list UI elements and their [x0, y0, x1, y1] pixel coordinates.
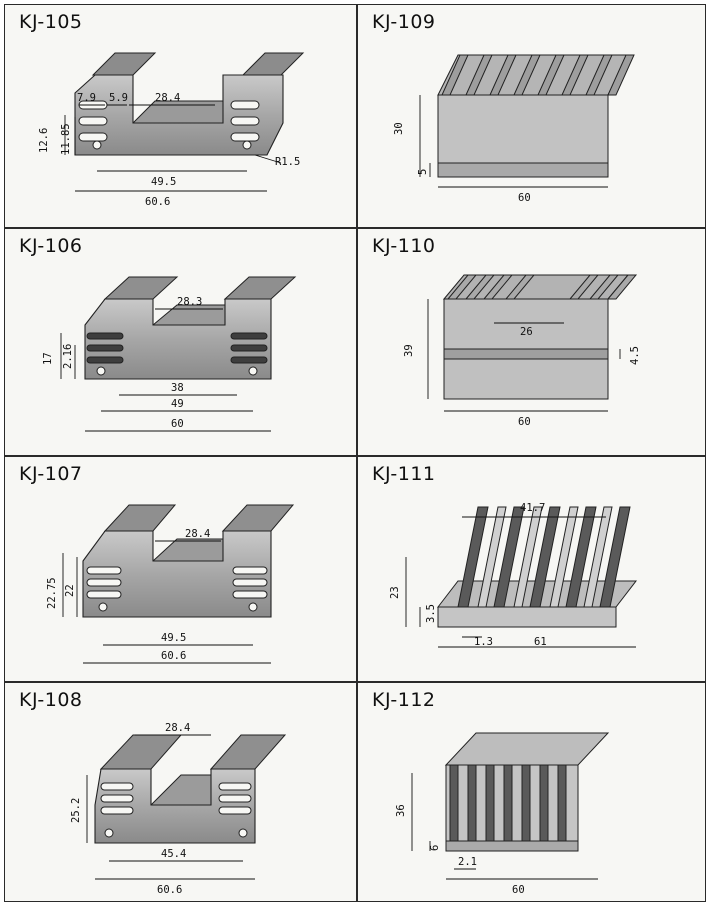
- product-cell-kj-106: KJ-106 28.3 17 2.16: [4, 228, 357, 456]
- product-cell-kj-108: KJ-108 28.4 25.2 45.4 60.6: [4, 682, 357, 902]
- dim-23: 23: [389, 586, 401, 599]
- model-label: KJ-108: [19, 689, 83, 711]
- heatsink-body: [94, 768, 256, 844]
- dim-61: 61: [534, 636, 547, 648]
- dim-60: 60: [518, 416, 531, 428]
- dim-2-1: 2.1: [458, 856, 477, 868]
- product-cell-kj-105: KJ-105: [4, 4, 357, 228]
- dim-41-7: 41.7: [520, 502, 545, 514]
- dim-36: 36: [395, 804, 407, 817]
- dim-28-4: 28.4: [185, 528, 210, 540]
- heatsink-drawing: 36 6 2.1 60: [395, 732, 610, 896]
- dim-17: 17: [42, 352, 54, 365]
- dim-60-6: 60.6: [161, 650, 186, 662]
- heatsink-drawing: 28.3 17 2.16 38 49 60: [42, 276, 297, 432]
- dim-5-9: 5.9: [109, 92, 128, 104]
- dim-5: 5: [417, 169, 429, 175]
- dim-60: 60: [512, 884, 525, 896]
- model-label: KJ-106: [19, 235, 83, 257]
- model-label: KJ-110: [372, 235, 436, 257]
- dim-30: 30: [393, 122, 405, 135]
- dim-60-6: 60.6: [145, 196, 170, 208]
- dim-2-16: 2.16: [62, 344, 74, 369]
- model-label: KJ-111: [372, 463, 436, 485]
- dim-28-4: 28.4: [155, 92, 180, 104]
- heatsink-drawing: 7.9 5.9 28.4 12.6 11.85 R1.5 49.5 60.6: [38, 52, 305, 208]
- dim-22-75: 22.75: [46, 577, 58, 609]
- product-cell-kj-110: KJ-110 39 26 4.5 60: [357, 228, 706, 456]
- dim-7-9: 7.9: [77, 92, 96, 104]
- heatsink-drawing: 30 5 60: [393, 54, 635, 204]
- dim-60-6: 60.6: [157, 884, 182, 896]
- heatsink-drawing: 28.4 22.75 22 49.5 60.6: [46, 504, 295, 664]
- dim-49-5: 49.5: [161, 632, 186, 644]
- heatsink-drawing: 39 26 4.5 60: [403, 274, 641, 428]
- model-label: KJ-105: [19, 11, 83, 33]
- dim-r1-5: R1.5: [275, 156, 300, 168]
- dim-25-2: 25.2: [70, 798, 82, 823]
- dim-6: 6: [429, 845, 441, 851]
- dim-1-3: 1.3: [474, 636, 493, 648]
- dim-38: 38: [171, 382, 184, 394]
- dim-28-4: 28.4: [165, 722, 190, 734]
- model-label: KJ-107: [19, 463, 83, 485]
- dim-49-5: 49.5: [151, 176, 176, 188]
- heatsink-body: [84, 298, 272, 380]
- dim-26: 26: [520, 326, 533, 338]
- product-cell-kj-111: KJ-111 41.7 23 3.5 1.3: [357, 456, 706, 682]
- dim-60: 60: [518, 192, 531, 204]
- dim-45-4: 45.4: [161, 848, 186, 860]
- dim-3-5: 3.5: [425, 604, 437, 623]
- model-label: KJ-112: [372, 689, 436, 711]
- product-cell-kj-109: KJ-109 30 5 60: [357, 4, 706, 228]
- dim-12-6: 12.6: [38, 128, 50, 153]
- dim-49: 49: [171, 398, 184, 410]
- heatsink-body: [82, 530, 272, 618]
- model-label: KJ-109: [372, 11, 436, 33]
- dim-4-5: 4.5: [629, 346, 641, 365]
- product-cell-kj-107: KJ-107 28.4 22.75 22 49.5: [4, 456, 357, 682]
- dim-39: 39: [403, 344, 415, 357]
- heatsink-drawing: 28.4 25.2 45.4 60.6: [70, 722, 287, 896]
- dim-22: 22: [64, 584, 76, 597]
- dim-28-3: 28.3: [177, 296, 202, 308]
- product-cell-kj-112: KJ-112 36 6 2.1 60: [357, 682, 706, 902]
- dim-11-85: 11.85: [60, 123, 72, 155]
- heatsink-drawing: 41.7 23 3.5 1.3 61: [389, 502, 638, 648]
- dim-60: 60: [171, 418, 184, 430]
